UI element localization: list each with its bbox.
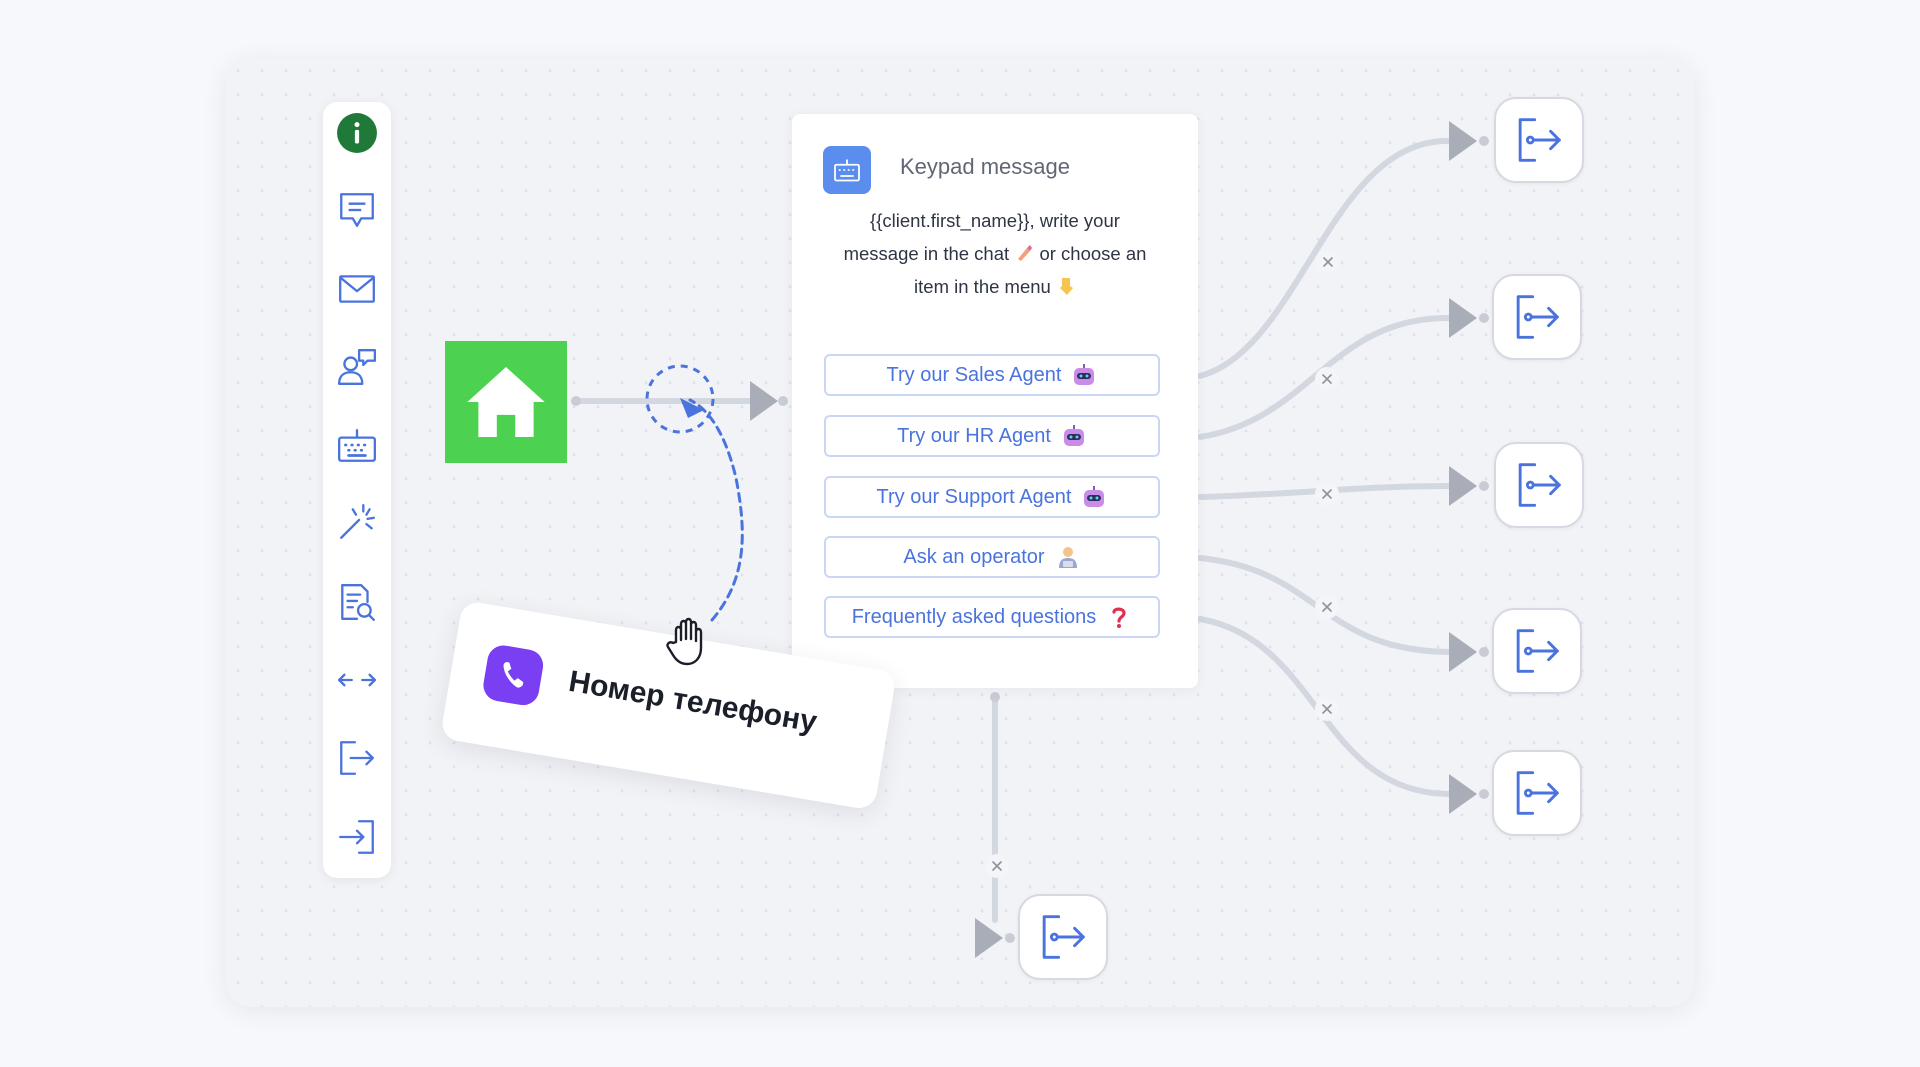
message-line: item in the menu [914,276,1051,297]
menu-item-label: Try our Sales Agent [886,363,1062,386]
pointing-down-icon [1059,278,1073,295]
exit-icon [1518,118,1561,162]
exit-node-hr[interactable] [1492,274,1582,360]
menu-item-support-agent[interactable]: Try our Support Agent [824,476,1160,518]
exit-node-sales[interactable] [1494,97,1584,183]
menu-item-label: Try our Support Agent [876,485,1072,508]
exit-icon [1516,629,1559,673]
menu-item-hr-agent[interactable]: Try our HR Agent [824,415,1160,457]
entry-node-button[interactable] [335,815,379,859]
node-toolbar [323,102,391,878]
exit-node-faq[interactable] [1492,750,1582,836]
viber-phone-icon [503,662,524,688]
menu-item-ask-operator[interactable]: Ask an operator [824,536,1160,578]
keypad-node-button[interactable] [335,423,379,467]
keypad-message-node[interactable]: Keypad message {{client.first_name}}, wr… [792,114,1198,688]
transfer-node-button[interactable] [335,658,379,702]
viber-icon-tile [481,643,546,708]
exit-icon [1516,771,1559,815]
menu-item-label: Try our HR Agent [897,424,1051,447]
entry-icon [339,820,374,854]
menu-item-label: Frequently asked questions [851,605,1097,628]
document-search-icon [341,584,375,622]
home-icon [467,367,545,437]
menu-item-sales-agent[interactable]: Try our Sales Agent [824,354,1160,396]
keypad-icon [834,159,860,182]
message-line: {{client.first_name}}, write your [870,210,1120,231]
operator-person-icon [1058,547,1077,568]
keypad-title: Keypad message [900,154,1070,179]
message-line: message in the chat [843,243,1010,264]
exit-node-button[interactable] [335,736,379,780]
exit-node-operator[interactable] [1492,608,1582,694]
exit-node-default[interactable] [1018,894,1108,980]
writing-hand-icon [1018,245,1033,261]
keypad-message-text: {{client.first_name}}, write your messag… [818,204,1172,303]
operator-node-button[interactable] [335,345,379,389]
info-button[interactable] [335,111,379,155]
exit-node-support[interactable] [1494,442,1584,528]
info-icon [337,113,377,153]
robot-icon [1074,364,1095,385]
document-node-button[interactable] [335,580,379,624]
ai-node-button[interactable] [335,500,379,544]
message-line: or choose an [1039,243,1147,264]
start-node[interactable] [445,341,567,463]
menu-item-faq[interactable]: Frequently asked questions [824,596,1160,638]
grab-hand-icon [666,617,703,666]
magic-wand-icon [340,504,375,539]
exit-icon [1042,915,1085,959]
robot-icon [1084,486,1105,507]
keypad-icon [337,429,377,462]
message-node-button[interactable] [335,188,379,232]
exit-icon [340,741,374,775]
drag-preview-card[interactable]: Номер телефону [439,600,897,811]
exit-icon [1518,463,1561,507]
keypad-node-icon [823,146,871,194]
email-node-button[interactable] [335,267,379,311]
robot-icon [1063,425,1084,446]
operator-icon [337,349,377,385]
question-mark-icon [1112,607,1126,628]
exit-icon [1516,295,1559,339]
transfer-icon [337,673,377,687]
drag-preview-label: Номер телефону [566,664,820,739]
mail-icon [339,275,375,303]
menu-item-label: Ask an operator [903,545,1045,568]
message-icon [340,193,374,227]
